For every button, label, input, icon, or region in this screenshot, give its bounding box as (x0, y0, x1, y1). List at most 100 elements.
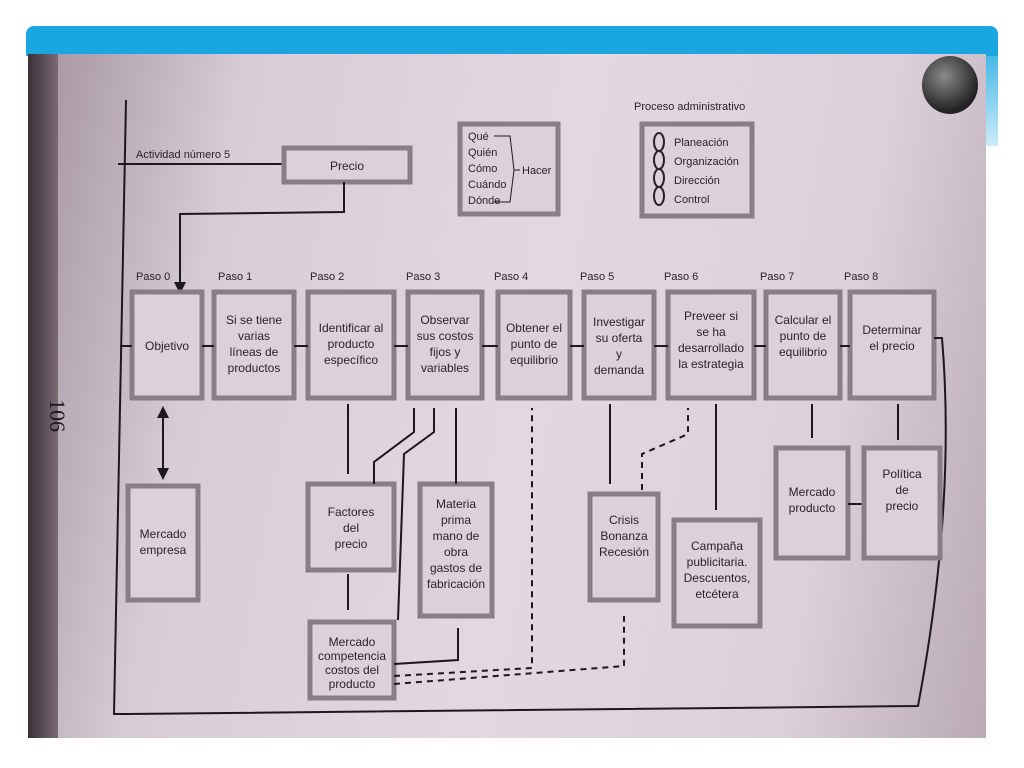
step-7-line-0: Calcular el (775, 313, 832, 327)
admin-process-title: Proceso administrativo (634, 101, 745, 113)
materia-line-0: Materia (436, 497, 476, 511)
step-3-line-0: Observar (420, 313, 469, 327)
outer-left-line (112, 99, 127, 715)
step-box-6: Preveer si se ha desarrollado la estrate… (665, 289, 757, 401)
step-2-line-0: Identificar al (319, 321, 384, 335)
step-box-5: Investigar su oferta y demanda (581, 289, 657, 401)
mercado-empresa-line-1: empresa (140, 543, 187, 557)
competencia-to-materia-line (393, 628, 459, 665)
factores-line-0: Factores (328, 505, 375, 519)
competencia-to-crisis-dashed (393, 616, 625, 685)
crisis-line-2: Recesión (599, 545, 649, 559)
step-2-line-2: específico (324, 353, 378, 367)
mercado-producto-line-0: Mercado (789, 485, 836, 499)
step-6-line-1: se ha (696, 325, 726, 339)
politica-box: Política de precio (861, 445, 943, 561)
step-label-3: Paso 3 (406, 271, 440, 283)
price-to-objective-line (179, 182, 345, 290)
step-box-7: Calcular el punto de equilibrio (763, 289, 843, 401)
questions-verb: Hacer (522, 165, 552, 177)
mercado-producto-box: Mercado producto (773, 445, 851, 561)
question-quien: Quién (468, 147, 497, 159)
price-box-text: Precio (330, 159, 364, 173)
step-box-8: Determinar el precio (847, 289, 937, 401)
competencia-line-3: producto (329, 677, 376, 691)
step-label-7: Paso 7 (760, 271, 794, 283)
slide-header-bar (26, 26, 998, 56)
step-5-line-0: Investigar (593, 315, 645, 329)
crisis-to-step6-dashed (641, 408, 689, 490)
campana-line-3: etcétera (695, 587, 739, 601)
step-3-line-2: fijos y (430, 345, 461, 359)
photo-of-book-page: 106 Actividad número 5 Precio Qué Quién … (28, 54, 986, 738)
step-label-0: Paso 0 (136, 271, 170, 283)
step-4-line-2: equilibrio (510, 353, 558, 367)
politica-line-2: precio (886, 499, 919, 513)
campana-line-0: Campaña (691, 539, 743, 553)
campana-box: Campaña publicitaria. Descuentos, etcéte… (671, 517, 763, 629)
campana-line-1: publicitaria. (687, 555, 748, 569)
step-1-line-1: varias (238, 329, 270, 343)
step-1-line-3: productos (228, 361, 281, 375)
question-donde: Dónde (468, 195, 500, 207)
step-7-line-2: equilibrio (779, 345, 827, 359)
question-cuando: Cuándo (468, 179, 507, 191)
step-box-0: Objetivo (129, 289, 205, 401)
materia-line-5: fabricación (427, 577, 485, 591)
mercado-empresa-box: Mercado empresa (125, 483, 201, 603)
step-box-4: Obtener el punto de equilibrio (495, 289, 573, 401)
step-label-6: Paso 6 (664, 271, 698, 283)
step-7-line-1: punto de (780, 329, 827, 343)
step-label-1: Paso 1 (218, 271, 252, 283)
step-label-2: Paso 2 (310, 271, 344, 283)
crisis-line-1: Bonanza (600, 529, 648, 543)
competencia-line-2: costos del (325, 663, 379, 677)
step-box-2: Identificar al producto específico (305, 289, 397, 401)
page-number: 106 (45, 399, 70, 432)
factores-line-1: del (343, 521, 359, 535)
admin-item-control: Control (674, 194, 709, 206)
step-5-line-3: demanda (594, 363, 644, 377)
materia-line-1: prima (441, 513, 471, 527)
factores-line-2: precio (335, 537, 368, 551)
factores-box: Factores del precio (305, 481, 397, 573)
competencia-to-step4-dashed (393, 408, 533, 677)
step-2-line-1: producto (328, 337, 375, 351)
step-5-line-1: su oferta (596, 331, 643, 345)
questions-brace (494, 135, 520, 203)
step-label-8: Paso 8 (844, 271, 878, 283)
step3-inputs-lines (373, 408, 457, 621)
question-que: Qué (468, 131, 489, 143)
politica-line-0: Política (882, 467, 922, 481)
arrow-head (174, 282, 186, 294)
competencia-line-0: Mercado (329, 635, 376, 649)
admin-process-box: Planeación Organización Dirección Contro… (639, 121, 755, 219)
step-8-line-0: Determinar (862, 323, 921, 337)
admin-item-direccion: Dirección (674, 175, 720, 187)
header-accent (984, 56, 998, 146)
step-1-line-2: líneas de (230, 345, 279, 359)
step-4-line-1: punto de (511, 337, 558, 351)
crisis-line-0: Crisis (609, 513, 639, 527)
step-6-line-2: desarrollado (678, 341, 744, 355)
step-box-1: Si se tiene varias líneas de productos (211, 289, 297, 401)
mercado-producto-line-1: producto (789, 501, 836, 515)
competencia-line-1: competencia (318, 649, 386, 663)
step-label-4: Paso 4 (494, 271, 528, 283)
materia-line-3: obra (444, 545, 468, 559)
crisis-box: Crisis Bonanza Recesión (587, 491, 661, 603)
questions-box: Qué Quién Cómo Cuándo Dónde Hacer (457, 121, 561, 217)
materia-line-2: mano de (433, 529, 480, 543)
step-0-line-0: Objetivo (145, 339, 189, 353)
activity-label: Actividad número 5 (136, 149, 230, 161)
mercado-competencia-box: Mercado competencia costos del producto (307, 619, 397, 701)
question-como: Cómo (468, 163, 497, 175)
step-connectors (120, 337, 947, 715)
binder-clip (922, 56, 978, 114)
step-label-5: Paso 5 (580, 271, 614, 283)
step-8-line-1: el precio (869, 339, 915, 353)
chain-icon (653, 132, 665, 206)
step-4-line-0: Obtener el (506, 321, 562, 335)
mercado-empresa-line-0: Mercado (140, 527, 187, 541)
materia-box: Materia prima mano de obra gastos de fab… (417, 481, 495, 619)
